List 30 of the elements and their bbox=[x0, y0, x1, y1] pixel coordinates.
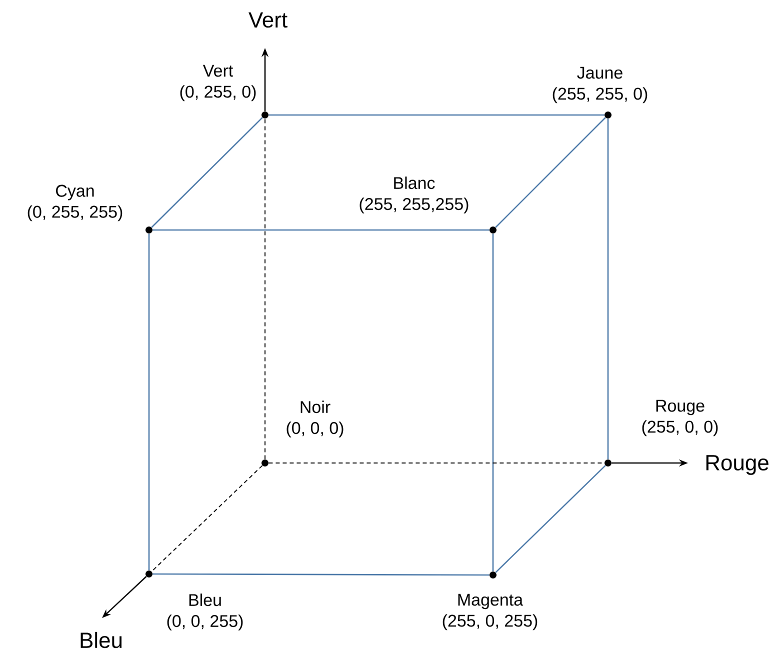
vertex-dot bbox=[262, 460, 268, 466]
axis-label: Bleu bbox=[80, 632, 122, 648]
vertex-dot bbox=[146, 570, 152, 578]
vertex-label: Cyan (0, 255, 255) bbox=[28, 184, 122, 222]
cube-edge bbox=[152, 229, 490, 231]
vertex-dot bbox=[490, 226, 496, 234]
cube-edge bbox=[152, 573, 490, 576]
cube-edge bbox=[607, 118, 609, 460]
cube-edge bbox=[268, 114, 604, 116]
vertex-dot bbox=[490, 572, 496, 578]
axis-label: Rouge bbox=[706, 455, 768, 475]
vertex-dot bbox=[262, 112, 268, 118]
vertex-label: Blanc (255, 255,255) bbox=[360, 176, 468, 214]
dashed-edge bbox=[264, 118, 266, 460]
cube-edge bbox=[495, 465, 606, 573]
vertex-dot bbox=[146, 226, 152, 234]
dashed-edge bbox=[151, 465, 263, 572]
cube-edge bbox=[492, 234, 494, 572]
axis-label: Vert bbox=[248, 12, 288, 28]
cube-edge bbox=[151, 117, 263, 228]
vertex-label: Noir (0, 0, 0) bbox=[286, 400, 344, 438]
cube-edge bbox=[495, 117, 606, 228]
vertex-dot bbox=[604, 460, 612, 466]
vertex-label: Magenta (255, 0, 255) bbox=[442, 594, 538, 630]
vertex-dot bbox=[604, 112, 612, 118]
cube-edge bbox=[148, 234, 150, 570]
vertex-label: Vert (0, 255, 0) bbox=[180, 64, 256, 102]
vertex-label: Bleu (0, 0, 255) bbox=[167, 594, 243, 630]
vertex-label: Jaune (255, 255, 0) bbox=[552, 66, 648, 104]
vertex-label: Rouge (255, 0, 0) bbox=[642, 400, 718, 436]
